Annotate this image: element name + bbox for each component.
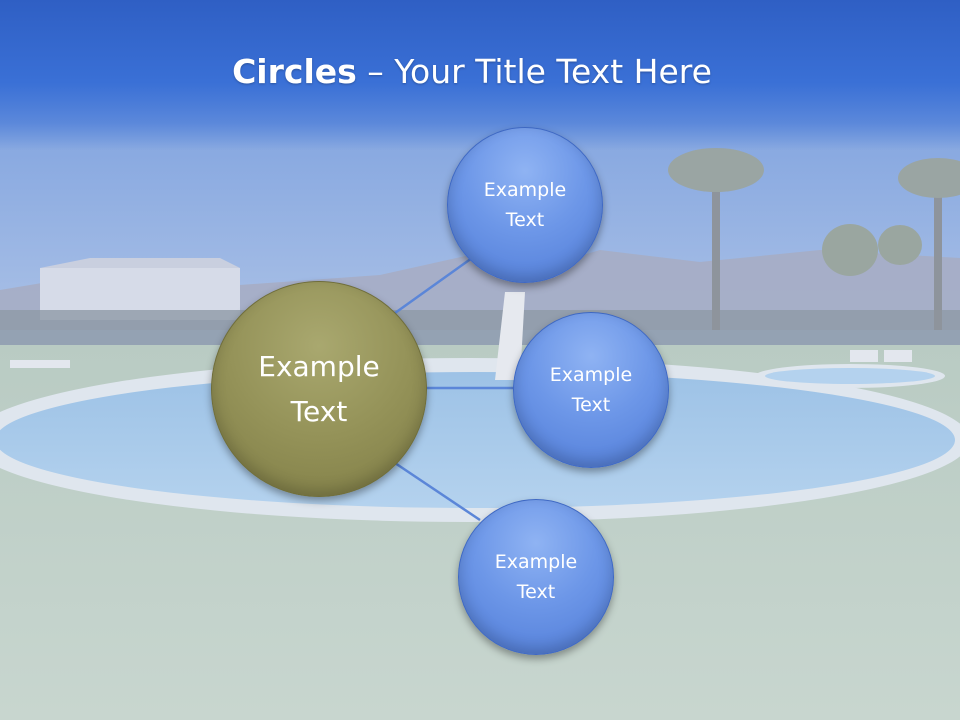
connector-top — [394, 256, 473, 315]
center-circle-label: Example Text — [258, 350, 380, 428]
node-circle-bottom[interactable]: Example Text — [458, 499, 614, 655]
node-circle-bottom-label: Example Text — [494, 551, 578, 603]
connector-bottom — [394, 461, 481, 522]
node-circle-top-label: Example Text — [483, 179, 567, 231]
slide-title: Circles – Your Title Text Here — [0, 52, 944, 91]
center-circle[interactable]: Example Text — [211, 281, 427, 497]
node-circle-middle-label: Example Text — [549, 364, 633, 416]
node-circle-middle[interactable]: Example Text — [513, 312, 669, 468]
node-circle-top[interactable]: Example Text — [447, 127, 603, 283]
title-bar — [0, 0, 960, 150]
title-bold-part: Circles — [232, 52, 357, 91]
title-rest: – Your Title Text Here — [356, 52, 712, 91]
